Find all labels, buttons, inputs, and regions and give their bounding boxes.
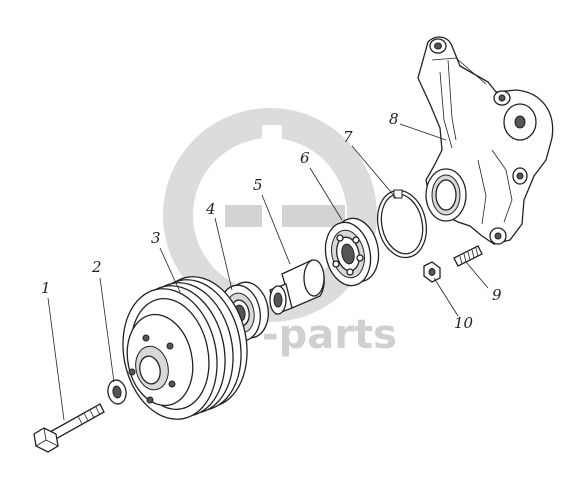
leader-line-2 — [99, 277, 115, 383]
part-10-nut — [423, 261, 441, 283]
leader-line-8 — [399, 123, 447, 141]
part-5-spacer-sleeve — [269, 259, 325, 315]
leader-line-1 — [47, 297, 65, 421]
part-3-pulley — [122, 276, 248, 420]
part-8-bracket-housing — [417, 36, 554, 245]
callout-4: 4 — [205, 200, 216, 218]
leader-line-3 — [159, 247, 181, 293]
callout-8: 8 — [389, 110, 399, 128]
part-6-bearing — [324, 217, 380, 287]
part-7-retaining-ring — [376, 189, 428, 259]
callout-2: 2 — [91, 258, 102, 276]
callout-6: 6 — [300, 149, 310, 167]
part-1-bolt — [33, 403, 105, 453]
callout-9: 9 — [492, 286, 502, 304]
callout-labels: 1 2 3 4 5 6 7 8 9 10 — [41, 110, 502, 332]
callout-10: 10 — [454, 314, 474, 332]
leader-line-7 — [351, 145, 397, 199]
part-2-washer — [107, 379, 127, 405]
part-9-stud — [453, 245, 483, 267]
leader-line-4 — [214, 217, 233, 291]
callout-1: 1 — [41, 279, 51, 297]
leader-lines — [47, 123, 489, 421]
leader-line-5 — [261, 194, 291, 265]
callout-3: 3 — [151, 229, 161, 247]
callout-5: 5 — [253, 176, 263, 194]
watermark-text: -parts — [262, 312, 397, 358]
leader-line-9 — [465, 261, 489, 289]
leader-line-10 — [433, 277, 459, 317]
watermark-logo: -parts — [163, 108, 397, 358]
leader-line-6 — [309, 167, 343, 221]
callout-7: 7 — [343, 128, 353, 146]
